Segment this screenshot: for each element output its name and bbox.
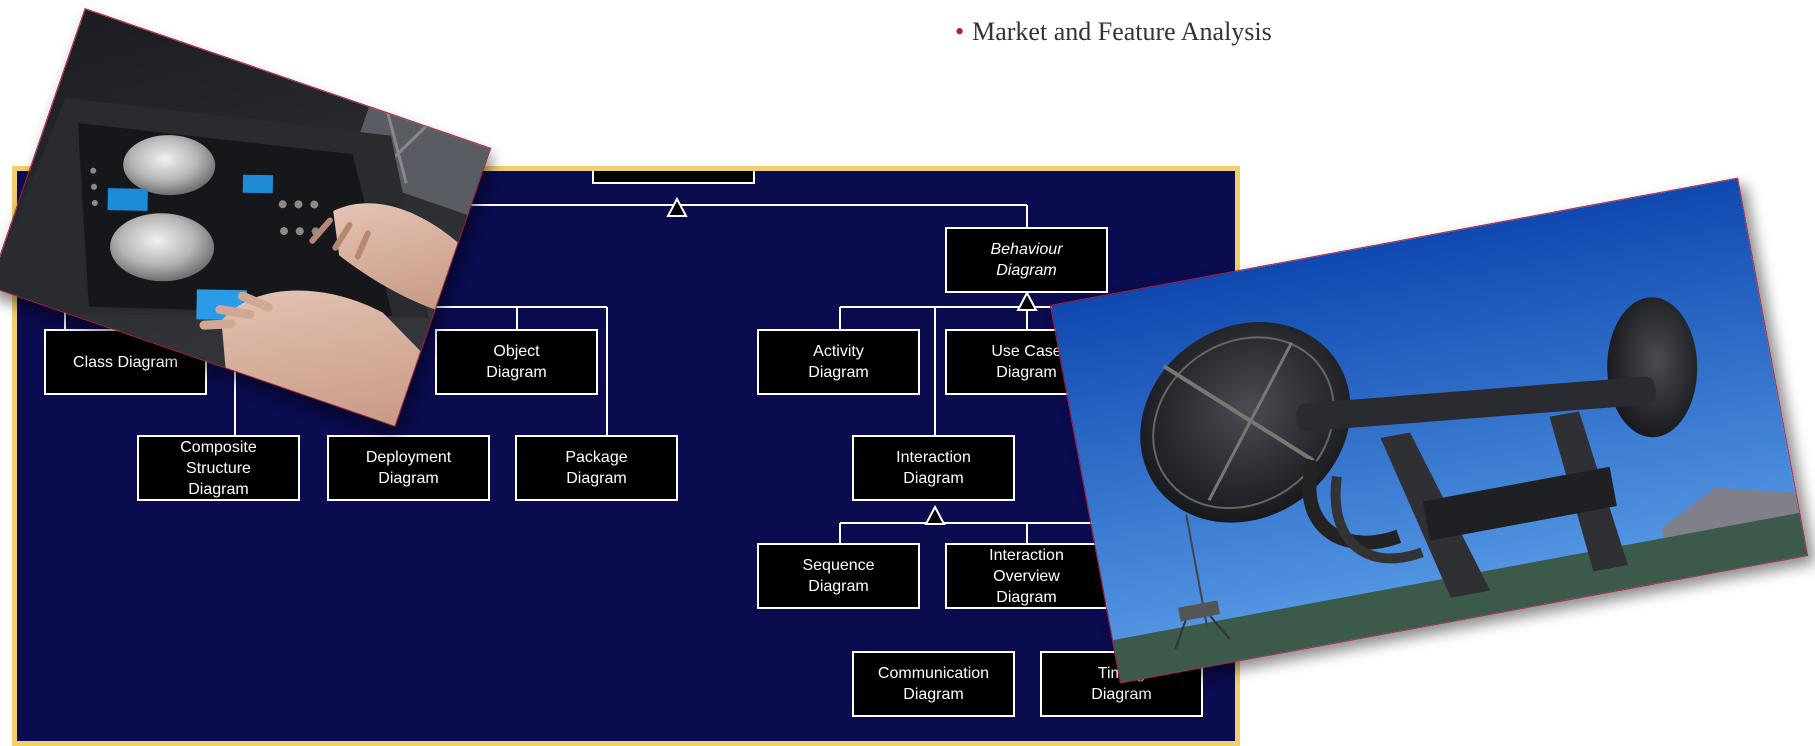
bullet-text: Market and Feature Analysis <box>972 17 1272 46</box>
sequence-diagram-node: Sequence Diagram <box>757 543 920 609</box>
object-diagram-node: Object Diagram <box>435 329 598 395</box>
node-label: Composite Structure Diagram <box>180 438 257 498</box>
satellite-dish-photo <box>1049 177 1809 684</box>
dj-controller-photo <box>0 8 492 427</box>
composite-structure-diagram-node: Composite Structure Diagram <box>137 435 300 501</box>
communication-diagram-node: Communication Diagram <box>852 651 1015 717</box>
node-label: Deployment Diagram <box>365 449 452 487</box>
node-label: Interaction Diagram <box>896 449 971 487</box>
bullet-list: • •Market and Feature Analysis <box>955 0 1339 50</box>
node-label: Object Diagram <box>486 343 547 381</box>
deployment-diagram-node: Deployment Diagram <box>327 435 490 501</box>
bullet-dot-icon: • <box>955 17 965 46</box>
generalization-arrow-icon <box>666 196 688 217</box>
generalization-arrow-icon <box>1016 290 1038 311</box>
node-label: Class Diagram <box>73 353 178 371</box>
interaction-diagram-node: Interaction Diagram <box>852 435 1015 501</box>
node-label: Interaction Overview Diagram <box>989 546 1064 606</box>
node-label: Activity Diagram <box>808 343 869 381</box>
activity-diagram-node: Activity Diagram <box>757 329 920 395</box>
generalization-arrow-icon <box>924 504 946 525</box>
bullet-item-partial: • <box>955 0 1339 14</box>
node-label: Sequence Diagram <box>802 557 875 595</box>
uml-diagram-panel: Class Diagram Object Diagram Composite S… <box>12 166 1240 746</box>
bullet-item: •Market and Feature Analysis <box>955 14 1339 50</box>
package-diagram-node: Package Diagram <box>515 435 678 501</box>
node-label: Behaviour Diagram <box>990 241 1063 279</box>
interaction-overview-diagram-node: Interaction Overview Diagram <box>945 543 1108 609</box>
behaviour-diagram-node: Behaviour Diagram <box>945 227 1108 293</box>
diagram-root-node <box>592 171 755 184</box>
node-label: Communication Diagram <box>877 665 990 703</box>
bullet-dot-icon: • <box>955 0 964 10</box>
node-label: Use Case Diagram <box>991 343 1062 381</box>
node-label: Package Diagram <box>565 449 628 487</box>
